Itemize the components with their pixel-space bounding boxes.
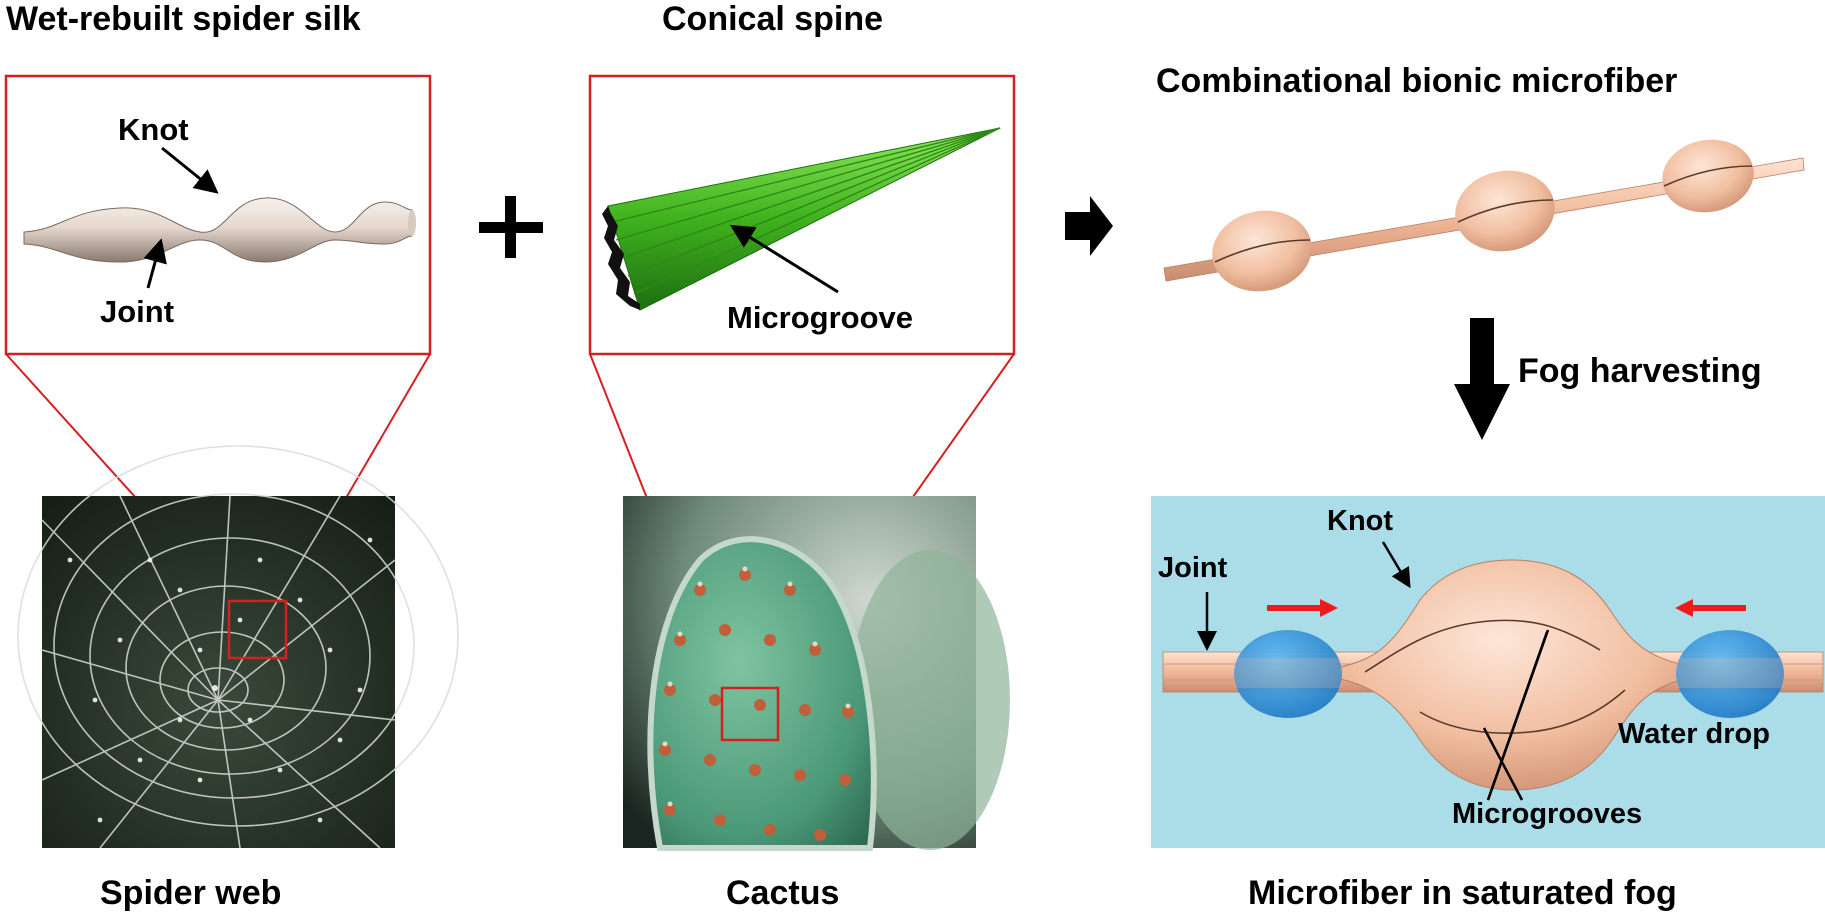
spider-web-caption: Spider web — [100, 874, 282, 912]
fog-panel-caption: Microfiber in saturated fog — [1248, 874, 1677, 912]
bionic-microfiber-title: Combinational bionic microfiber — [1156, 62, 1678, 100]
conical-spine — [602, 127, 1001, 311]
conical-spine-title: Conical spine — [662, 0, 884, 38]
web-zoom-square — [227, 599, 288, 660]
spider-silk-title: Wet-rebuilt spider silk — [6, 0, 361, 38]
water-drop-label: Water drop — [1618, 718, 1770, 750]
microgrooves-label: Microgrooves — [1452, 798, 1643, 830]
cactus-photo — [623, 496, 1010, 851]
cactus-zoom-square — [720, 686, 780, 742]
fog-joint-label: Joint — [1158, 552, 1228, 584]
spider-web-photo — [17, 445, 459, 849]
microgroove-label: Microgroove — [727, 300, 914, 335]
knot-pointer-arrow — [161, 146, 219, 194]
silk-inset-frame — [4, 74, 432, 356]
silk-knot-label: Knot — [118, 112, 189, 147]
fog-panel — [1151, 496, 1825, 848]
fog-harvesting-arrow — [1454, 318, 1510, 440]
bionic-microfiber — [1163, 139, 1805, 292]
spider-silk-fiber — [23, 197, 416, 263]
combine-arrow — [1065, 196, 1113, 256]
silk-joint-label: Joint — [100, 294, 175, 329]
fog-harvesting-label: Fog harvesting — [1518, 352, 1762, 390]
spine-inset-frame — [588, 74, 1016, 356]
plus-sign — [479, 196, 543, 258]
fog-knot-label: Knot — [1327, 505, 1394, 537]
cactus-caption: Cactus — [726, 874, 840, 912]
microgroove-pointer-arrow — [729, 224, 839, 294]
joint-pointer-arrow — [143, 238, 167, 289]
